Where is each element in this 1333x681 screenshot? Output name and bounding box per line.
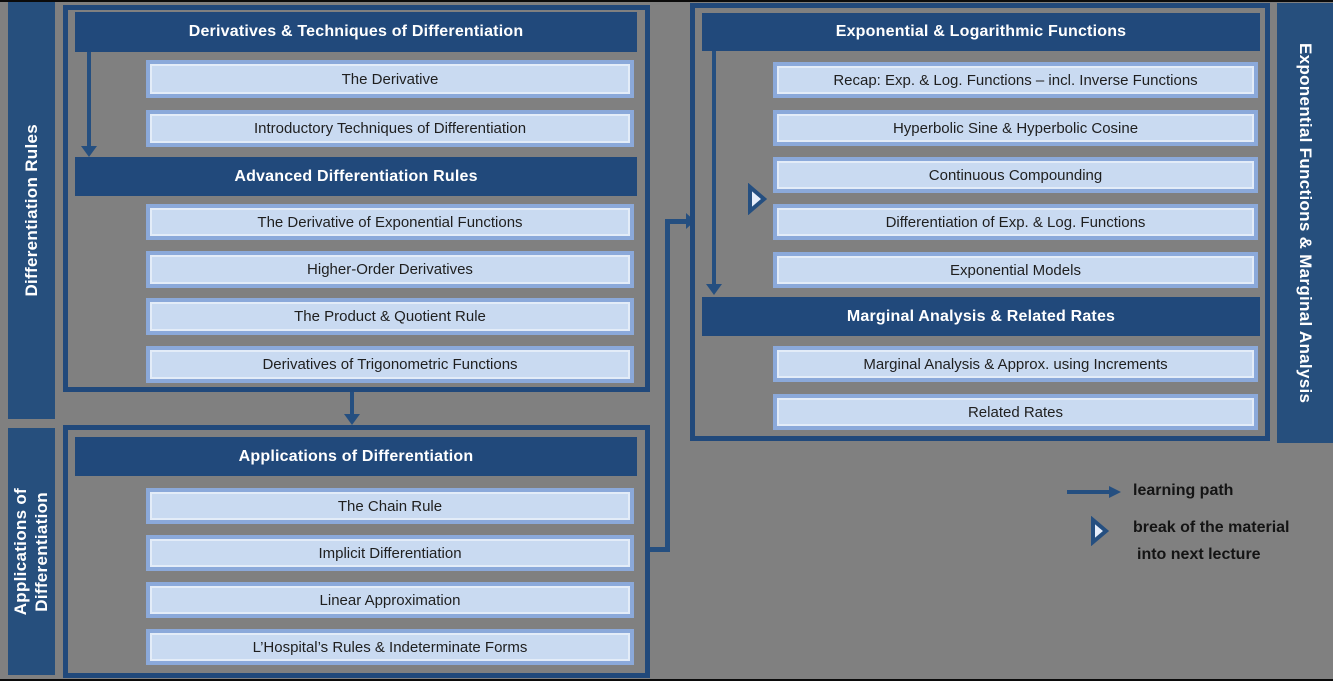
legend-break-label-line1: break of the material: [1133, 519, 1290, 536]
topic-recap-exp-log-functions: Recap: Exp. & Log. Functions – incl. Inv…: [773, 62, 1258, 98]
topic-chain-rule: The Chain Rule: [146, 488, 634, 524]
header-derivatives-techniques: Derivatives & Techniques of Differentiat…: [75, 12, 637, 52]
topic-exponential-models: Exponential Models: [773, 252, 1258, 288]
group-box-exponential-marginal: [690, 3, 1270, 441]
group-box-applications: [63, 425, 650, 678]
side-label-text: Differentiation: [32, 491, 51, 612]
topic-derivative-exponential-functions: The Derivative of Exponential Functions: [146, 204, 634, 240]
side-label-text: Applications of: [11, 487, 30, 616]
topic-differentiation-exp-log: Differentiation of Exp. & Log. Functions: [773, 204, 1258, 240]
side-label-text: Exponential Functions & Marginal Analysi…: [1296, 42, 1315, 404]
learning-path-arrow-line: [87, 52, 91, 147]
legend-break-label: break of the material into next lecture: [1133, 514, 1290, 568]
legend-arrow-head-icon: [1109, 486, 1121, 498]
bottom-frame-line: [0, 679, 1333, 681]
topic-product-quotient-rule: The Product & Quotient Rule: [146, 298, 634, 335]
legend-arrow-line: [1067, 490, 1109, 494]
arrow-head-down-icon: [706, 284, 722, 295]
learning-path-connector-horizontal: [670, 219, 686, 224]
learning-path-connector-stub: [650, 547, 668, 552]
topic-marginal-analysis-increments: Marginal Analysis & Approx. using Increm…: [773, 346, 1258, 382]
header-applications-of-differentiation: Applications of Differentiation: [75, 437, 637, 476]
header-exponential-logarithmic: Exponential & Logarithmic Functions: [702, 13, 1260, 51]
top-frame-line: [0, 0, 1333, 2]
side-label-text: Differentiation Rules: [21, 124, 41, 297]
legend-break-triangle-icon: [1091, 516, 1110, 546]
topic-the-derivative: The Derivative: [146, 60, 634, 98]
topic-continuous-compounding: Continuous Compounding: [773, 157, 1258, 193]
side-label-exponential-marginal: Exponential Functions & Marginal Analysi…: [1277, 3, 1333, 443]
header-marginal-analysis-related-rates: Marginal Analysis & Related Rates: [702, 297, 1260, 336]
topic-higher-order-derivatives: Higher-Order Derivatives: [146, 251, 634, 288]
group-box-differentiation-rules: [63, 5, 650, 392]
legend-break-label-line2: into next lecture: [1137, 546, 1261, 563]
side-label-applications-of-differentiation: Applications of Differentiation: [8, 428, 55, 675]
learning-path-arrow-line: [712, 51, 716, 285]
learning-path-arrow-line: [350, 392, 354, 415]
topic-derivatives-trigonometric: Derivatives of Trigonometric Functions: [146, 346, 634, 383]
header-advanced-differentiation-rules: Advanced Differentiation Rules: [75, 157, 637, 196]
break-triangle-icon: [748, 183, 767, 215]
topic-lhospitals-rules: L’Hospital’s Rules & Indeterminate Forms: [146, 629, 634, 665]
topic-related-rates: Related Rates: [773, 394, 1258, 430]
topic-linear-approximation: Linear Approximation: [146, 582, 634, 618]
topic-hyperbolic-sine-cosine: Hyperbolic Sine & Hyperbolic Cosine: [773, 110, 1258, 146]
arrow-head-down-icon: [81, 146, 97, 157]
side-label-differentiation-rules: Differentiation Rules: [8, 2, 55, 419]
legend-learning-path-label: learning path: [1133, 482, 1234, 499]
arrow-head-down-icon: [344, 414, 360, 425]
learning-path-connector-vertical: [665, 219, 670, 552]
topic-introductory-techniques: Introductory Techniques of Differentiati…: [146, 110, 634, 147]
topic-implicit-differentiation: Implicit Differentiation: [146, 535, 634, 571]
